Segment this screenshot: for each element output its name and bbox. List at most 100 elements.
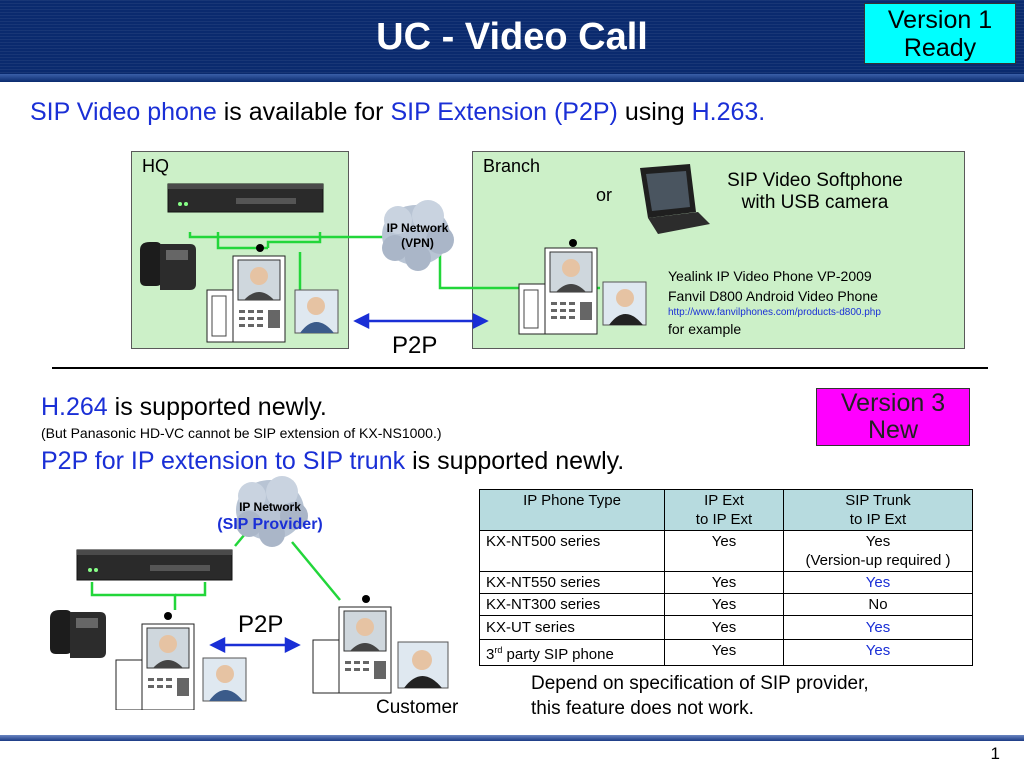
table-cell-trunk: No [783, 593, 973, 616]
example-devices: Yealink IP Video Phone VP-2009 Fanvil D8… [668, 266, 881, 338]
network-label-bottom: IP Network (SIP Provider) [200, 500, 340, 534]
table-cell-ipext: Yes [664, 571, 784, 594]
table-cell-type: KX-NT550 series [479, 571, 665, 594]
table-header-ipext: IP Ext to IP Ext [664, 489, 784, 531]
network-label-bottom-line1: IP Network [239, 500, 301, 514]
h264-part1: H.264 [41, 393, 108, 421]
cloud-icon [382, 200, 454, 271]
example-device-1: Yealink IP Video Phone VP-2009 [668, 268, 872, 284]
table-row: 3rd party SIP phone Yes Yes [479, 639, 973, 666]
person-icon-bottom-left [202, 657, 247, 702]
subtitle-part4: using [617, 98, 692, 126]
network-label-top: IP Network (VPN) [370, 221, 465, 251]
desk-phone-icon-bottom [50, 610, 106, 658]
section-divider [52, 367, 988, 369]
table-row: KX-UT series Yes Yes [479, 615, 973, 640]
table-row: KX-NT500 series Yes Yes (Version-up requi… [479, 530, 973, 572]
example-device-2: Fanvil D800 Android Video Phone [668, 288, 878, 304]
p2p-label-top: P2P [392, 332, 438, 359]
desk-phone-icon [140, 242, 196, 290]
table-cell-type: 3rd party SIP phone [479, 639, 665, 666]
table-cell-ipext: Yes [664, 615, 784, 640]
video-phone-icon-branch [518, 239, 598, 335]
table-header-row: IP Phone Type IP Ext to IP Ext SIP Trunk t… [479, 489, 973, 531]
header-stripe [0, 74, 1024, 82]
laptop-icon [640, 164, 710, 234]
table-cell-trunk: Yes [783, 639, 973, 666]
version1-badge-line2: Ready [903, 34, 977, 62]
table-cell-type-rest: party SIP phone [502, 646, 614, 663]
table-header-ipext-line1: IP Ext [704, 492, 744, 509]
network-label-bottom-line2: (SIP Provider) [217, 516, 323, 533]
table-cell-ipext: Yes [664, 530, 784, 572]
subtitle-part5: H.263. [691, 98, 766, 126]
table-cell-trunk: Yes (Version-up required ) [783, 530, 973, 572]
provider-notice: Depend on specification of SIP provider,… [531, 671, 869, 721]
table-header-ipext-line2: to IP Ext [695, 511, 753, 528]
customer-label: Customer [376, 697, 459, 718]
double-arrow-icon-bottom [209, 636, 301, 654]
slide-title: UC - Video Call [376, 16, 648, 58]
p2p-trunk-heading: P2P for IP extension to SIP trunk is sup… [41, 447, 624, 476]
table-cell-trunk-note: (Version-up required ) [805, 552, 951, 569]
h264-heading: H.264 is supported newly. [41, 393, 327, 422]
video-phone-icon-bottom-left [115, 612, 195, 710]
version3-badge: Version 3 New [816, 388, 970, 446]
cloud-icon-bottom [236, 476, 308, 547]
network-lines [188, 232, 600, 290]
version3-badge-line2: New [867, 416, 918, 444]
pbx-unit-icon-bottom [76, 549, 233, 581]
version3-badge-line1: Version 3 [840, 389, 946, 417]
table-header-type: IP Phone Type [479, 489, 665, 531]
pbx-unit-icon [167, 183, 324, 213]
subtitle-part3: SIP Extension (P2P) [390, 98, 618, 126]
table-cell-trunk: Yes [783, 571, 973, 594]
video-phone-icon-customer [312, 595, 392, 694]
table-cell-trunk: Yes [783, 615, 973, 640]
softphone-label: SIP Video Softphone with USB camera [690, 170, 940, 214]
table-cell-type: KX-UT series [479, 615, 665, 640]
table-cell-ipext: Yes [664, 639, 784, 666]
footer-bar [0, 735, 1024, 741]
table-cell-trunk-value: Yes [865, 533, 891, 550]
softphone-label-line1: SIP Video Softphone [727, 170, 903, 191]
p2p-label-bottom: P2P [238, 611, 284, 638]
branch-label: Branch [483, 156, 541, 176]
example-for-example: for example [668, 321, 742, 337]
subtitle-part2: is available for [216, 98, 391, 126]
h264-note: (But Panasonic HD-VC cannot be SIP exten… [41, 425, 442, 441]
table-cell-type: KX-NT300 series [479, 593, 665, 616]
bottom-diagram-graphics [50, 476, 449, 710]
table-header-trunk-line2: to IP Ext [849, 511, 907, 528]
table-header-trunk-line1: SIP Trunk [845, 492, 911, 509]
version1-badge-line1: Version 1 [887, 6, 993, 34]
table-cell-ipext: Yes [664, 593, 784, 616]
phone-type-table: IP Phone Type IP Ext to IP Ext SIP Trunk t… [479, 489, 973, 666]
table-cell-type-sup: rd [494, 645, 503, 655]
h264-part2: is supported newly. [107, 393, 327, 421]
person-icon-customer [397, 641, 449, 689]
table-header-trunk: SIP Trunk to IP Ext [783, 489, 973, 531]
network-label-top-line1: IP Network [386, 221, 449, 235]
table-cell-type: KX-NT500 series [479, 530, 665, 572]
provider-notice-line2: this feature does not work. [531, 698, 754, 719]
network-label-top-line2: (VPN) [401, 236, 434, 250]
or-label: or [596, 185, 613, 205]
example-link[interactable]: http://www.fanvilphones.com/products-d80… [668, 307, 881, 318]
person-icon [294, 289, 339, 334]
p2p-trunk-part2: is supported newly. [405, 447, 625, 475]
double-arrow-icon [353, 312, 489, 330]
table-row: KX-NT550 series Yes Yes [479, 571, 973, 594]
subtitle: SIP Video phone is available for SIP Ext… [30, 98, 765, 127]
page-number: 1 [990, 744, 1000, 763]
person-icon-branch [602, 281, 647, 326]
table-row: KX-NT300 series Yes No [479, 593, 973, 616]
video-phone-icon [206, 244, 286, 343]
table-cell-type-base: 3 [486, 646, 495, 663]
p2p-trunk-part1: P2P for IP extension to SIP trunk [41, 447, 406, 475]
table-header-type-line1: IP Phone Type [523, 492, 621, 509]
provider-notice-line1: Depend on specification of SIP provider, [531, 673, 869, 694]
top-diagram-graphics [140, 164, 710, 343]
hq-label: HQ [142, 156, 169, 176]
version1-badge: Version 1 Ready [864, 3, 1016, 64]
